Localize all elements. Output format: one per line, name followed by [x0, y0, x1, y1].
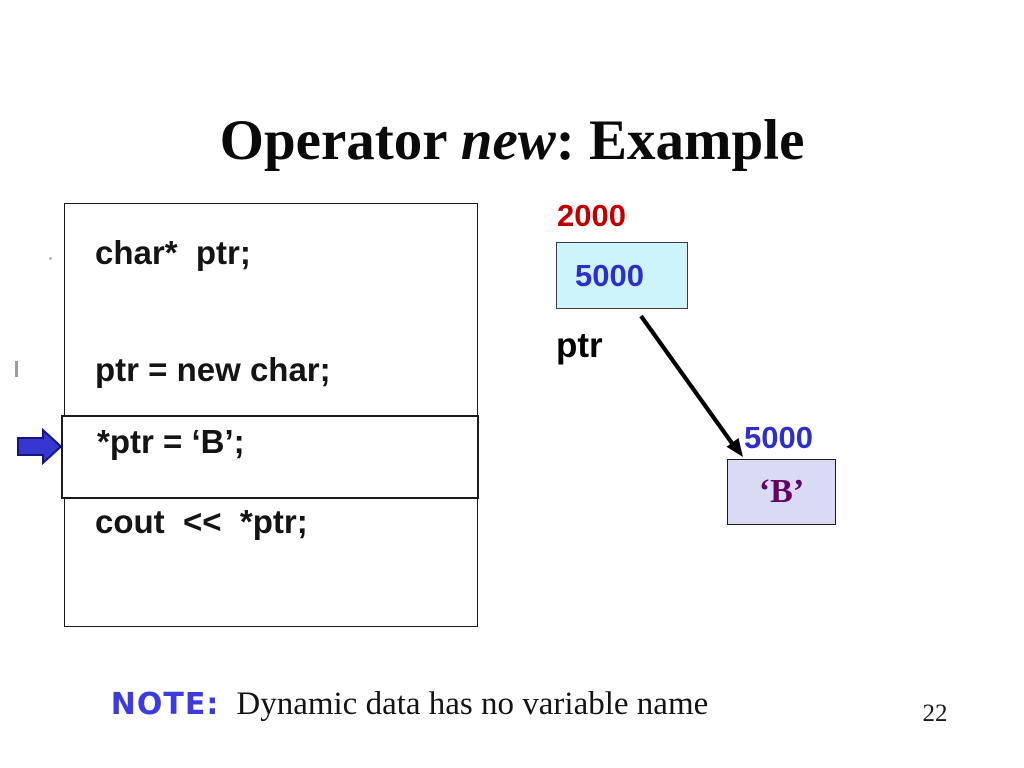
stray-mark-dash — [15, 361, 18, 377]
slide-title: Operator new: Example — [0, 108, 1024, 174]
stack-address-label: 2000 — [557, 198, 626, 233]
note-text: Dynamic data has no variable name — [236, 686, 709, 722]
heap-cell-box: ‘B’ — [727, 459, 836, 525]
note-label: NOTE: — [110, 687, 220, 722]
page-number: 22 — [922, 700, 948, 727]
heap-address-label: 5000 — [744, 420, 813, 455]
current-line-arrow-icon — [17, 427, 63, 466]
highlighted-statement-box: *ptr = ‘B’; — [61, 415, 479, 499]
pointer-variable-box: 5000 — [556, 242, 688, 309]
code-line-declare: char* ptr; — [95, 234, 251, 271]
title-post: : Example — [555, 109, 805, 173]
pointer-name-label: ptr — [556, 326, 603, 365]
code-line-new: ptr = new char; — [95, 351, 331, 388]
stray-mark-dot — [49, 257, 52, 260]
note-line: NOTE: Dynamic data has no variable name — [93, 668, 708, 741]
code-line-assign: *ptr = ‘B’; — [97, 423, 245, 460]
title-pre: Operator — [219, 109, 461, 173]
code-line-cout: cout << *ptr; — [95, 503, 308, 540]
title-emphasis: new — [460, 109, 556, 173]
heap-value: ‘B’ — [758, 473, 805, 510]
pointer-value: 5000 — [575, 257, 644, 293]
